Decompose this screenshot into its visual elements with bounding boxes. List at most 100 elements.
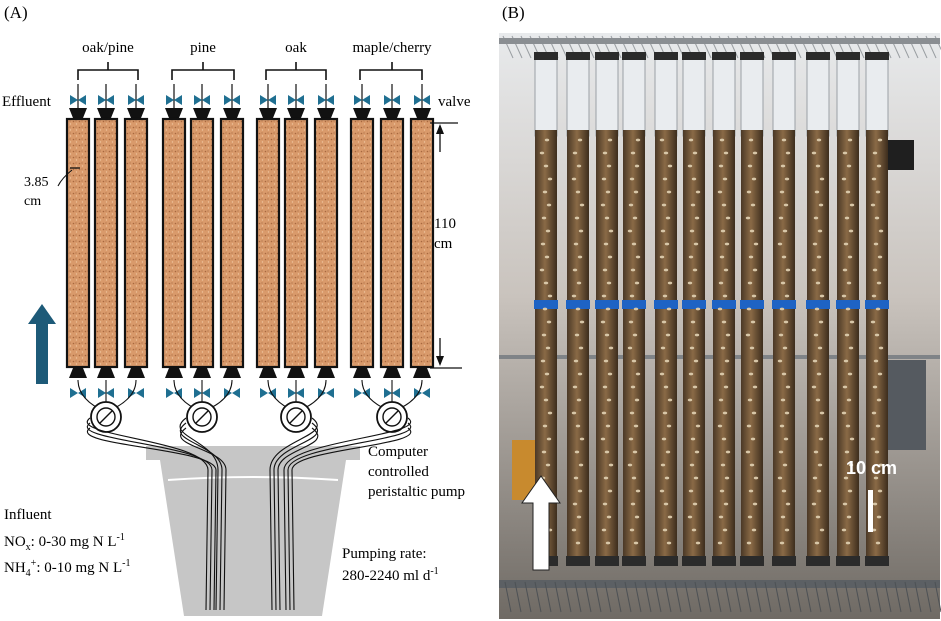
- photo-column-bottom-cap: [682, 556, 706, 566]
- pump-rotor-bar: [385, 410, 399, 424]
- photo-column-chip: [663, 268, 669, 272]
- photo-column-chip: [841, 528, 847, 532]
- photo-column-tape: [534, 300, 558, 309]
- column-bottom-cap: [259, 368, 277, 378]
- photo-column-chip: [666, 307, 672, 311]
- group-label-maple-cherry: maple/cherry: [352, 40, 432, 56]
- photo-column: [654, 52, 678, 566]
- valve-wing: [98, 388, 106, 398]
- photo-column-chip: [628, 320, 634, 324]
- photo-column-chip: [749, 463, 755, 467]
- valve-wing: [232, 95, 240, 105]
- photo-column-chip: [841, 177, 847, 181]
- photo-column-chip: [576, 398, 582, 402]
- rack-wire: [764, 581, 772, 613]
- photo-column-chip: [689, 229, 695, 233]
- photo-column-tape: [595, 300, 619, 309]
- photo-column-chip: [746, 424, 752, 428]
- photo-column-headspace: [654, 55, 678, 137]
- photo-column-media: [713, 130, 735, 562]
- photo-column-chip: [659, 489, 665, 493]
- photo-column-chip: [688, 489, 694, 493]
- column-top-cap: [259, 108, 277, 118]
- photo-column-chip: [843, 242, 849, 246]
- photo-column-chip: [745, 216, 751, 220]
- photo-column-chip: [547, 411, 553, 415]
- photo-column-chip: [635, 372, 641, 376]
- photo-column-chip: [722, 177, 728, 181]
- valve-icon: [384, 388, 400, 398]
- pump-rotor-bar: [99, 410, 113, 424]
- photo-column-chip: [547, 177, 553, 181]
- photo-column-chip: [575, 541, 581, 545]
- photo-column-chip: [692, 385, 698, 389]
- photo-column-chip: [816, 138, 822, 142]
- photo-column-chip: [577, 138, 583, 142]
- photo-column-chip: [663, 502, 669, 506]
- photo-column-chip: [877, 489, 883, 493]
- photo-column-chip: [691, 177, 697, 181]
- photo-column-chip: [690, 320, 696, 324]
- valve-icon: [70, 95, 86, 105]
- photo-column-chip: [718, 281, 724, 285]
- photo-column-chip: [546, 203, 552, 207]
- photo-column-chip: [873, 476, 879, 480]
- valve-wing: [260, 388, 268, 398]
- photo-column-headspace: [740, 55, 764, 137]
- group-brace-oak-pine: [77, 62, 139, 80]
- photo-column-chip: [695, 541, 701, 545]
- photo-column-chip: [687, 515, 693, 519]
- photo-column-chip: [819, 528, 825, 532]
- photo-column-chip: [662, 177, 668, 181]
- photo-column-chip: [634, 398, 640, 402]
- photo-column-chip: [718, 164, 724, 168]
- photo-column-chip: [574, 333, 580, 337]
- photo-column-chip: [812, 242, 818, 246]
- photo-column-chip: [577, 255, 583, 259]
- photo-column-chip: [720, 463, 726, 467]
- photo-column-chip: [601, 411, 607, 415]
- photo-column-chip: [844, 450, 850, 454]
- photo-column-chip: [723, 268, 729, 272]
- photo-column: [682, 52, 706, 566]
- column-top-cap: [97, 108, 115, 118]
- photo-column-chip: [846, 164, 852, 168]
- photo-column-chip: [870, 320, 876, 324]
- photo-column: [865, 52, 889, 566]
- photo-column-chip: [602, 268, 608, 272]
- photo-column-chip: [689, 463, 695, 467]
- pump-tube: [277, 427, 319, 611]
- photo-column-bottom-cap: [806, 556, 830, 566]
- photo-column-chip: [629, 528, 635, 532]
- photo-column-chip: [666, 190, 672, 194]
- column: [161, 84, 187, 398]
- photo-column-chip: [847, 138, 853, 142]
- photo-column-chip: [719, 138, 725, 142]
- pump-array: [77, 379, 423, 611]
- photo-column-chip: [718, 515, 724, 519]
- photo-column-chip: [871, 294, 877, 298]
- photo-column-chip: [748, 255, 754, 259]
- photo-column-chip: [574, 216, 580, 220]
- photo-column-chip: [723, 502, 729, 506]
- photo-column-chip: [779, 541, 785, 545]
- photo-column-media: [596, 130, 618, 562]
- photo-column-chip: [634, 281, 640, 285]
- photo-column-chip: [539, 151, 545, 155]
- column-body: [93, 117, 119, 369]
- photo-column-media: [741, 130, 763, 562]
- column-top-cap: [127, 108, 145, 118]
- photo-column-tape: [865, 300, 889, 309]
- photo-column-chip: [845, 424, 851, 428]
- length-arrow-down-head: [436, 356, 444, 366]
- photo-column-chip: [687, 281, 693, 285]
- valve-icon: [260, 95, 276, 105]
- photo-column-chip: [778, 450, 784, 454]
- rack-wire: [774, 581, 782, 613]
- valve-wing: [268, 95, 276, 105]
- photo-column-chip: [664, 359, 670, 363]
- rack-wire: [824, 581, 832, 613]
- valve-icon: [128, 95, 144, 105]
- column: [255, 84, 281, 398]
- photo-column-chip: [782, 229, 788, 233]
